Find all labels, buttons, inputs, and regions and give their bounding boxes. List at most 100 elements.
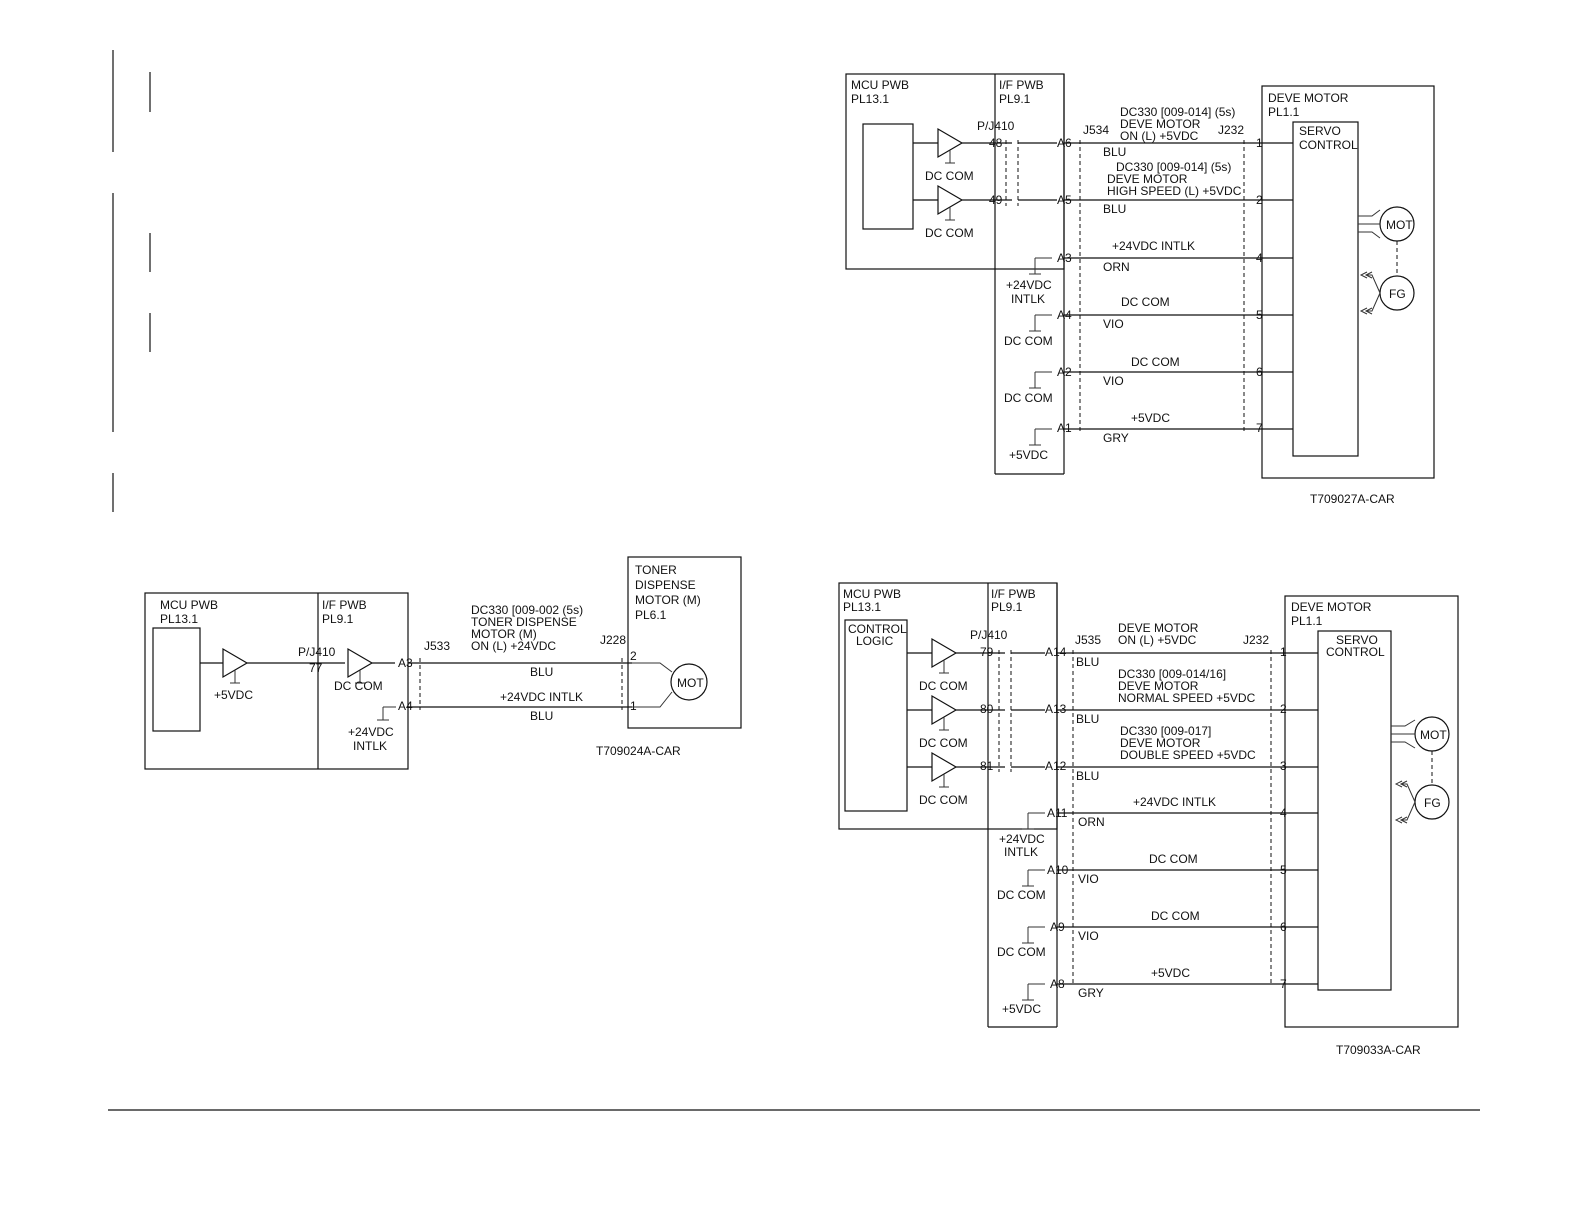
wire-color: ORN <box>1078 815 1105 829</box>
change-bars <box>112 50 151 512</box>
intlk-label: +24VDC <box>999 832 1045 846</box>
j535-label: J535 <box>1075 633 1101 647</box>
signal-label: DC330 [009-014] (5s) <box>1116 160 1231 174</box>
control-logic-box <box>844 619 908 812</box>
deve-motor-title: DEVE MOTOR <box>1268 91 1349 105</box>
fg-label: FG <box>1424 796 1441 810</box>
toner-label: MOTOR (M) <box>635 593 701 607</box>
pin-label: 3 <box>1280 759 1287 773</box>
j232-label: J232 <box>1243 633 1269 647</box>
ground-symbol <box>1029 257 1052 446</box>
mcu-hatched-block <box>862 123 914 230</box>
wire-color: VIO <box>1103 317 1124 331</box>
toner-dispense-motor-diagram: MCU PWB PL13.1 I/F PWB PL9.1 +5VDC P/J41… <box>144 556 742 770</box>
intlk-label: +24VDC <box>348 725 394 739</box>
signal-label: DC COM <box>1131 355 1180 369</box>
signal-label: +24VDC INTLK <box>1112 239 1195 253</box>
wire-color: BLU <box>1076 712 1099 726</box>
pj410-label: P/J410 <box>298 645 336 659</box>
toner-label: TONER <box>635 563 677 577</box>
signal-label: DOUBLE SPEED +5VDC <box>1120 748 1256 762</box>
pin-label: A12 <box>1045 759 1067 773</box>
dc-com-label: DC COM <box>334 679 383 693</box>
dc-com-label: DC COM <box>919 736 968 750</box>
dc-com-label: DC COM <box>997 888 1046 902</box>
servo-control-box <box>1292 121 1359 457</box>
if-pwb-title: I/F PWB <box>999 78 1044 92</box>
mcu-pwb-pl: PL13.1 <box>160 612 198 626</box>
figure-ref: T709033A-CAR <box>1336 1043 1421 1057</box>
signal-label: DC330 [009-014/16] <box>1118 667 1226 681</box>
intlk-label: +24VDC <box>1006 278 1052 292</box>
signal-label: DC COM <box>1121 295 1170 309</box>
signal-label: +5VDC <box>1131 411 1170 425</box>
driver-amp-icon <box>200 647 345 684</box>
pin-label: 7 <box>1256 421 1263 435</box>
fg-sensor-icon <box>1359 271 1415 315</box>
signal-label: HIGH SPEED (L) +5VDC <box>1107 184 1242 198</box>
logic-label: CONTROL <box>848 622 907 636</box>
deve-motor-title: DEVE MOTOR <box>1291 600 1372 614</box>
pin-label: 6 <box>1256 365 1263 379</box>
wire-color: BLU <box>530 709 553 723</box>
pj410-label: P/J410 <box>977 119 1015 133</box>
intlk-label: INTLK <box>1004 845 1038 859</box>
harness-wires <box>408 662 632 708</box>
dc-com-label: DC COM <box>1004 334 1053 348</box>
pin-label: 5 <box>1280 863 1287 877</box>
servo-label: CONTROL <box>1299 138 1358 152</box>
driver-amp-icon <box>913 184 1012 221</box>
pin-label: 5 <box>1256 308 1263 322</box>
pin-label: 79 <box>980 645 994 659</box>
pin-label: 6 <box>1280 920 1287 934</box>
pin-label: A13 <box>1045 702 1067 716</box>
pj410-label: P/J410 <box>970 628 1008 642</box>
intlk-label: INTLK <box>1011 292 1045 306</box>
signal-label: DEVE MOTOR <box>1107 172 1188 186</box>
signal-label: DEVE MOTOR <box>1118 679 1199 693</box>
logic-label: LOGIC <box>856 634 894 648</box>
vdc-label: +5VDC <box>214 688 253 702</box>
deve-motor-diagram-high-speed: MCU PWB PL13.1 I/F PWB PL9.1 DC COM DC C… <box>845 73 1435 506</box>
deve-motor-diagram-double-speed: MCU PWB PL13.1 I/F PWB PL9.1 CONTROL LOG… <box>838 582 1459 1057</box>
wire-color: GRY <box>1078 986 1104 1000</box>
mot-label: MOT <box>1386 218 1413 232</box>
dc-com-label: DC COM <box>925 169 974 183</box>
signal-label: DC COM <box>1151 909 1200 923</box>
pin-label: 81 <box>980 759 994 773</box>
wire-color: BLU <box>1076 769 1099 783</box>
servo-label: SERVO <box>1299 124 1341 138</box>
deve-motor-box <box>1284 595 1459 1028</box>
ground-symbol <box>1022 812 1045 1001</box>
fg-sensor-icon <box>1394 780 1450 824</box>
mcu-pwb-title: MCU PWB <box>851 78 909 92</box>
pin-label: 49 <box>989 193 1003 207</box>
driver-amp-icon <box>907 694 1005 731</box>
dc-com-label: DC COM <box>925 226 974 240</box>
toner-label: PL6.1 <box>635 608 667 622</box>
pin-label: A1 <box>1057 421 1072 435</box>
signal-label: ON (L) +5VDC <box>1118 633 1197 647</box>
wire-color: BLU <box>530 665 553 679</box>
signal-label: ON (L) +5VDC <box>1120 129 1199 143</box>
pin-label: 1 <box>630 699 637 713</box>
wire-color: GRY <box>1103 431 1129 445</box>
signal-label: +24VDC INTLK <box>500 690 583 704</box>
wire-color: VIO <box>1103 374 1124 388</box>
signal-label: DC330 [009-014] (5s) <box>1120 105 1235 119</box>
pin-label: 77 <box>309 661 323 675</box>
driver-amp-icon <box>347 647 395 684</box>
signal-label: +24VDC INTLK <box>1133 795 1216 809</box>
mot-label: MOT <box>677 676 704 690</box>
pin-label: 1 <box>1280 645 1287 659</box>
signal-label: +5VDC <box>1151 966 1190 980</box>
pin-label: 4 <box>1280 806 1287 820</box>
deve-motor-pl: PL1.1 <box>1291 614 1323 628</box>
dc-com-label: DC COM <box>997 945 1046 959</box>
vdc-label: +5VDC <box>1002 1002 1041 1016</box>
figure-ref: T709027A-CAR <box>1310 492 1395 506</box>
servo-control-box <box>1317 630 1392 991</box>
signal-label: DEVE MOTOR <box>1118 621 1199 635</box>
intlk-label: INTLK <box>353 739 387 753</box>
mcu-pwb-pl: PL13.1 <box>843 600 881 614</box>
